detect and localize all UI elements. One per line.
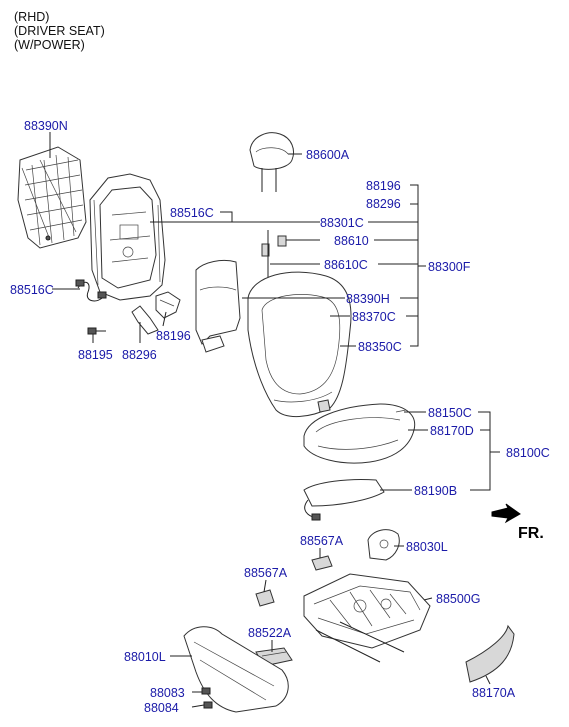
label-88010L[interactable]: 88010L bbox=[124, 650, 166, 664]
label-88170D[interactable]: 88170D bbox=[430, 424, 474, 438]
label-88196-bracket[interactable]: 88196 bbox=[156, 329, 191, 343]
label-88195[interactable]: 88195 bbox=[78, 348, 113, 362]
label-88296-bracket[interactable]: 88296 bbox=[122, 348, 157, 362]
label-88370C[interactable]: 88370C bbox=[352, 310, 396, 324]
garnish-strip-drawing bbox=[465, 624, 515, 683]
back-panel-drawing bbox=[17, 146, 87, 249]
header-power: (W/POWER) bbox=[14, 38, 85, 52]
bolt-drawing bbox=[87, 327, 106, 335]
label-88522A[interactable]: 88522A bbox=[248, 626, 292, 640]
label-88567A-lower[interactable]: 88567A bbox=[244, 566, 288, 580]
label-88100C[interactable]: 88100C bbox=[506, 446, 550, 460]
header-rhd: (RHD) bbox=[14, 10, 50, 24]
cover-lower-drawing bbox=[255, 589, 275, 607]
label-88516C-left[interactable]: 88516C bbox=[10, 283, 54, 297]
label-88390N[interactable]: 88390N bbox=[24, 119, 68, 133]
seat-track-drawing bbox=[303, 573, 431, 663]
leader-lines bbox=[49, 132, 500, 708]
label-88083[interactable]: 88083 bbox=[150, 686, 185, 700]
label-88300F[interactable]: 88300F bbox=[428, 260, 471, 274]
label-88190B[interactable]: 88190B bbox=[414, 484, 457, 498]
label-88350C[interactable]: 88350C bbox=[358, 340, 402, 354]
label-88610C[interactable]: 88610C bbox=[324, 258, 368, 272]
label-88030L[interactable]: 88030L bbox=[406, 540, 448, 554]
cushion-heater-drawing bbox=[303, 479, 385, 521]
front-direction-arrow-icon bbox=[491, 503, 521, 524]
label-88390H[interactable]: 88390H bbox=[346, 292, 390, 306]
headrest-drawing bbox=[249, 132, 294, 192]
label-88150C[interactable]: 88150C bbox=[428, 406, 472, 420]
front-direction-label: FR. bbox=[518, 525, 544, 542]
seat-back-frame-drawing bbox=[89, 173, 166, 301]
label-88500G[interactable]: 88500G bbox=[436, 592, 480, 606]
seat-cushion-drawing bbox=[303, 403, 416, 464]
label-88301C[interactable]: 88301C bbox=[320, 216, 364, 230]
bracket-drawing bbox=[131, 291, 181, 335]
label-88610[interactable]: 88610 bbox=[334, 234, 369, 248]
wire-harness-drawing bbox=[75, 279, 107, 302]
label-88296[interactable]: 88296 bbox=[366, 197, 401, 211]
label-88084[interactable]: 88084 bbox=[144, 701, 179, 715]
side-shield-drawing bbox=[367, 529, 400, 561]
label-88567A-upper[interactable]: 88567A bbox=[300, 534, 344, 548]
label-88196[interactable]: 88196 bbox=[366, 179, 401, 193]
header-driver-seat: (DRIVER SEAT) bbox=[14, 24, 105, 38]
label-88600A[interactable]: 88600A bbox=[306, 148, 350, 162]
seat-back-pad-drawing bbox=[195, 259, 241, 353]
seat-back-cover-drawing bbox=[247, 271, 352, 417]
label-88170A[interactable]: 88170A bbox=[472, 686, 516, 700]
cover-upper-drawing bbox=[311, 555, 333, 571]
label-88516C-frame[interactable]: 88516C bbox=[170, 206, 214, 220]
